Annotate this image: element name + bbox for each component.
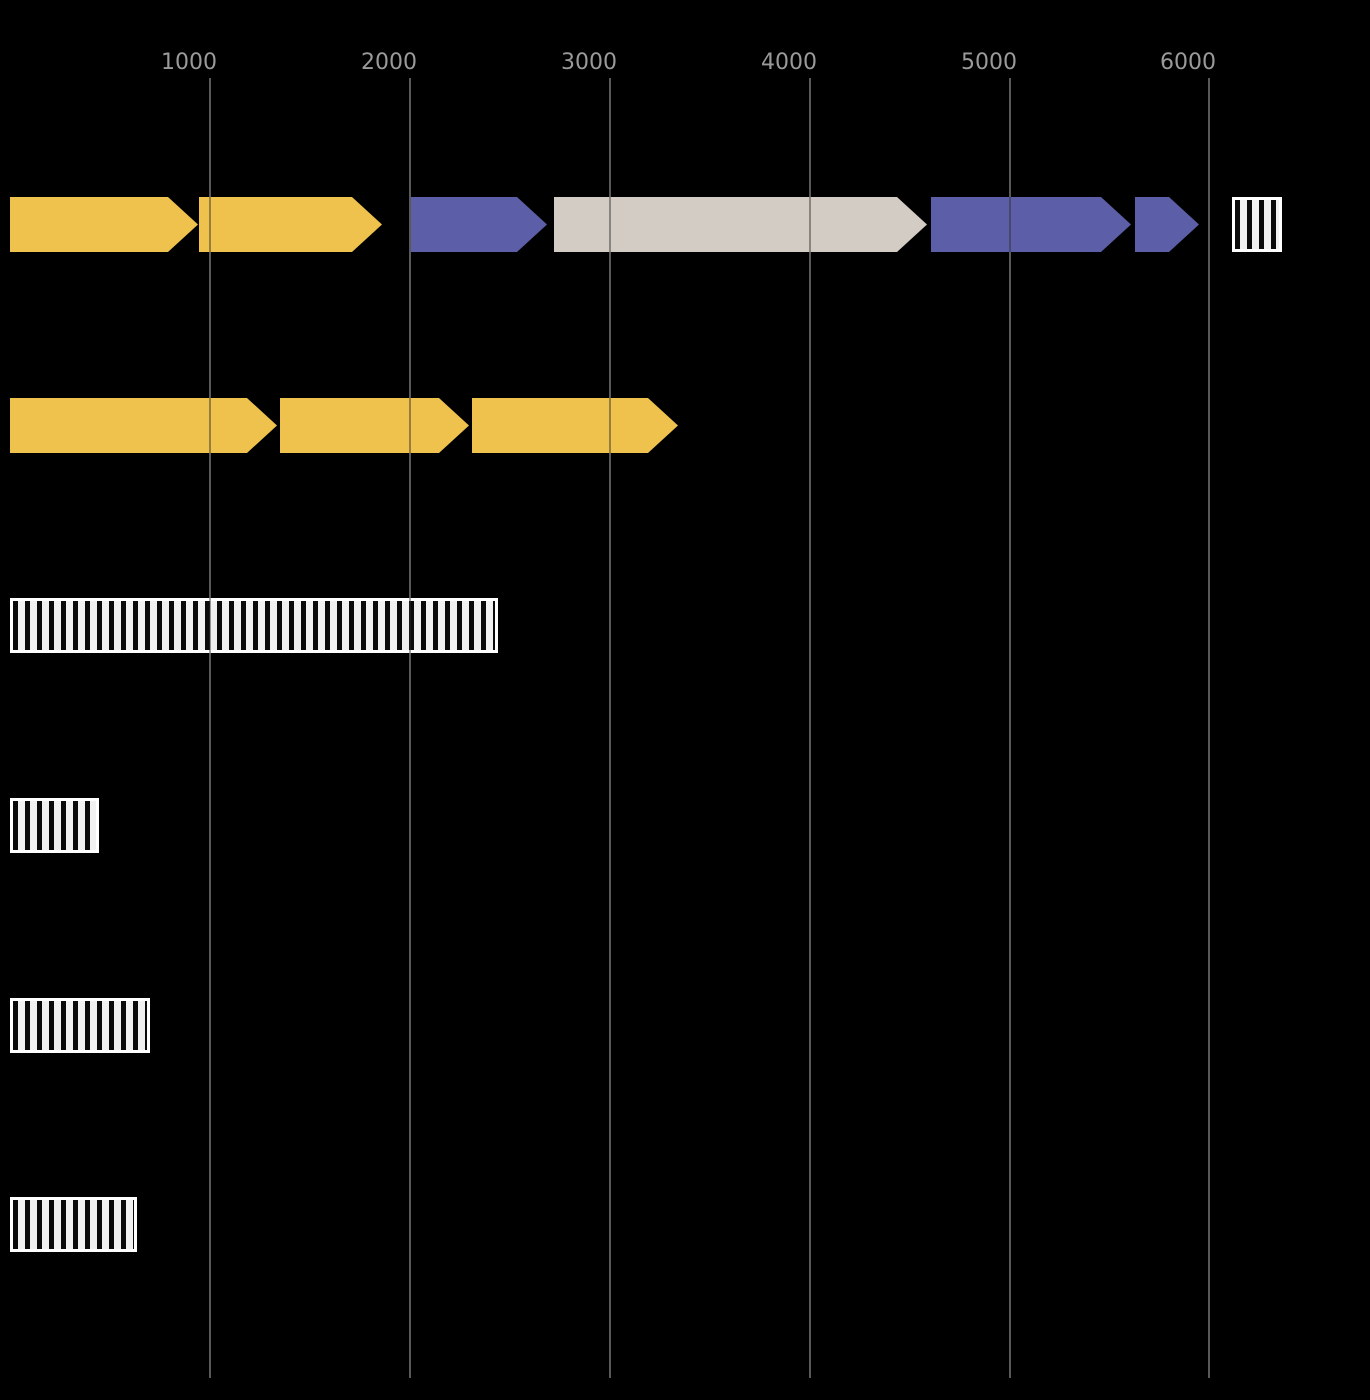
gridline-overlay-6000 bbox=[1208, 78, 1210, 1378]
gridline-overlay-1000 bbox=[209, 78, 211, 1378]
gridline-2000 bbox=[409, 78, 411, 1378]
gene-arrow-yellow-sequence-2 bbox=[472, 398, 678, 453]
gene-arrow-purple-sequence-1 bbox=[411, 197, 547, 252]
axis-tick-label-5000: 5000 bbox=[961, 50, 1017, 75]
gridline-5000 bbox=[1009, 78, 1011, 1378]
gridline-overlay-2000 bbox=[409, 78, 411, 1378]
gridline-4000 bbox=[809, 78, 811, 1378]
gridline-overlay-4000 bbox=[809, 78, 811, 1378]
hatched-region-sequence-3 bbox=[10, 598, 498, 653]
gene-arrow-yellow-sequence-1 bbox=[10, 197, 198, 252]
gridline-6000 bbox=[1208, 78, 1210, 1378]
gene-arrow-gray-sequence-1 bbox=[554, 197, 927, 252]
axis-tick-label-6000: 6000 bbox=[1160, 50, 1216, 75]
axis-tick-label-1000: 1000 bbox=[161, 50, 217, 75]
gene-arrow-yellow-sequence-2 bbox=[10, 398, 277, 453]
gridline-1000 bbox=[209, 78, 211, 1378]
axis-tick-label-2000: 2000 bbox=[361, 50, 417, 75]
gridline-3000 bbox=[609, 78, 611, 1378]
gridline-overlay-3000 bbox=[609, 78, 611, 1378]
axis-tick-label-4000: 4000 bbox=[761, 50, 817, 75]
gene-arrow-yellow-sequence-2 bbox=[280, 398, 469, 453]
hatched-region-sequence-4 bbox=[10, 798, 99, 853]
axis-tick-label-3000: 3000 bbox=[561, 50, 617, 75]
hatched-region-sequence-6 bbox=[10, 1197, 137, 1252]
hatched-region-sequence-5 bbox=[10, 998, 150, 1053]
hatched-region-sequence-1 bbox=[1232, 197, 1282, 252]
gene-arrow-purple-sequence-1 bbox=[931, 197, 1131, 252]
gene-arrow-yellow-sequence-1 bbox=[199, 197, 382, 252]
gridline-overlay-5000 bbox=[1009, 78, 1011, 1378]
